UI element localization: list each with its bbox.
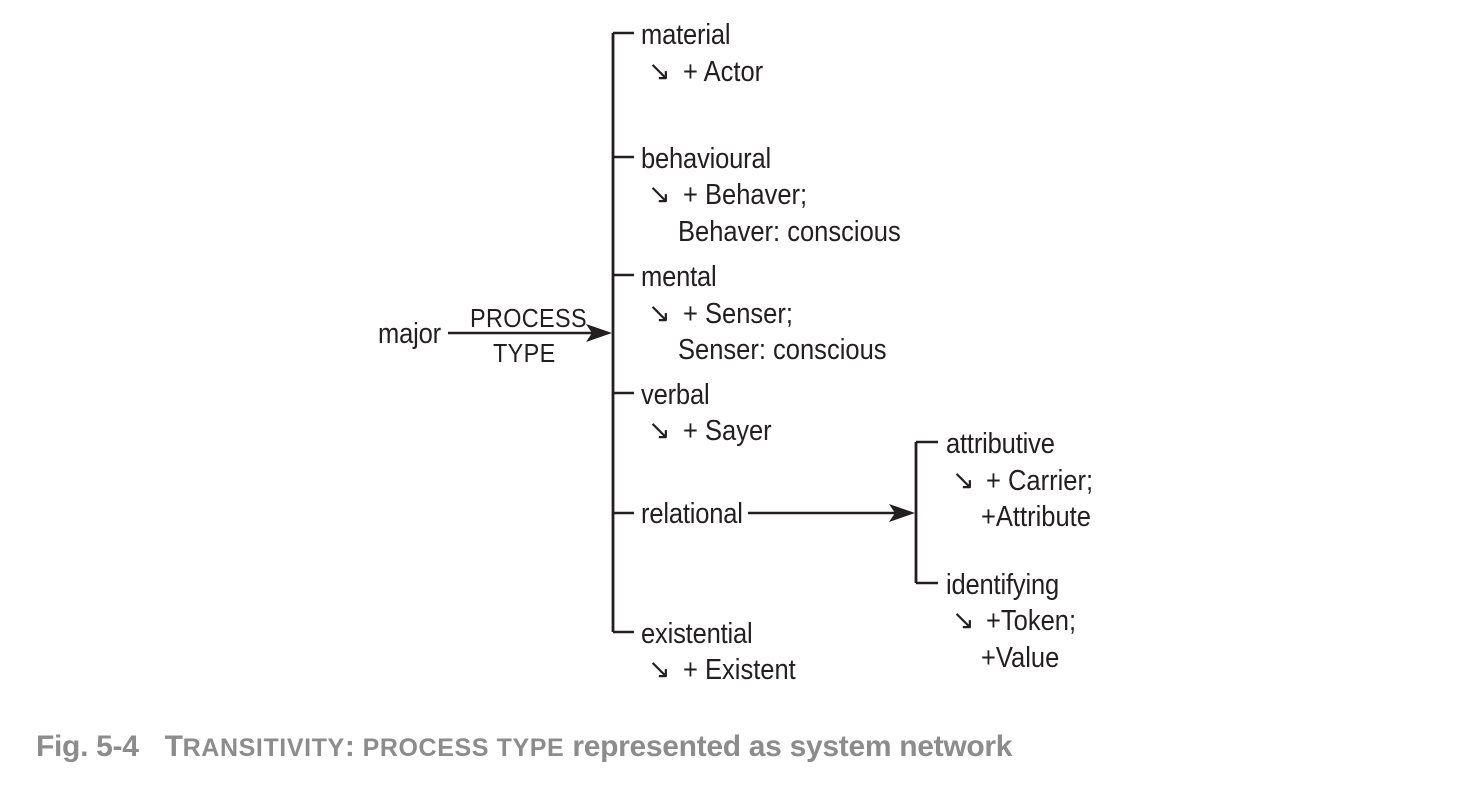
system-label-line2: TYPE [493, 338, 556, 368]
realization-attributive-1: + Carrier; [986, 465, 1094, 497]
caption-colon: : [344, 730, 355, 763]
option-term-material[interactable]: material [641, 19, 731, 51]
realization-behavioural-2: Behaver: conscious [678, 216, 901, 248]
system-label-line1: PROCESS [470, 303, 587, 333]
realization-material-1: + Actor [683, 56, 764, 88]
entry-term-major[interactable]: major [378, 318, 441, 350]
realization-attributive-2: +Attribute [981, 501, 1091, 533]
figure-caption: Fig. 5-4 TRANSITIVITY: PROCESS TYPE repre… [36, 730, 1012, 764]
realization-arrow-icon-mental: ↘ [648, 298, 671, 329]
suboption-term-attributive[interactable]: attributive [946, 428, 1055, 460]
realization-arrow-icon-identifying: ↘ [952, 605, 975, 636]
realization-arrow-icon-verbal: ↘ [648, 415, 671, 446]
realization-mental-2: Senser: conscious [678, 334, 887, 366]
subsystem-arrowhead [889, 504, 915, 522]
realization-identifying-1: +Token; [986, 605, 1077, 637]
suboption-term-identifying[interactable]: identifying [946, 569, 1059, 601]
realization-arrow-icon-attributive: ↘ [952, 465, 975, 496]
caption-smallcaps-transitivity: RANSITIVITY [182, 734, 345, 762]
caption-rest: represented as system network [572, 730, 1013, 763]
option-term-verbal[interactable]: verbal [641, 379, 710, 411]
realization-arrow-icon-behavioural: ↘ [648, 179, 671, 210]
entry-arrowhead [586, 324, 612, 342]
caption-smallcaps-initial: T [164, 730, 183, 763]
realization-mental-1: + Senser; [683, 298, 793, 330]
option-term-mental[interactable]: mental [641, 261, 717, 293]
option-term-existential[interactable]: existential [641, 618, 753, 650]
option-term-relational[interactable]: relational [641, 498, 743, 530]
realization-arrow-icon-existential: ↘ [648, 654, 671, 685]
realization-arrow-icon-material: ↘ [648, 56, 671, 87]
realization-behavioural-1: + Behaver; [683, 179, 808, 211]
realization-verbal-1: + Sayer [683, 415, 772, 447]
realization-identifying-2: +Value [981, 642, 1060, 674]
caption-figure-number: Fig. 5-4 [36, 730, 139, 763]
caption-smallcaps-process-type: PROCESS TYPE [362, 734, 565, 762]
realization-existential-1: + Existent [683, 654, 796, 686]
option-term-behavioural[interactable]: behavioural [641, 143, 772, 175]
